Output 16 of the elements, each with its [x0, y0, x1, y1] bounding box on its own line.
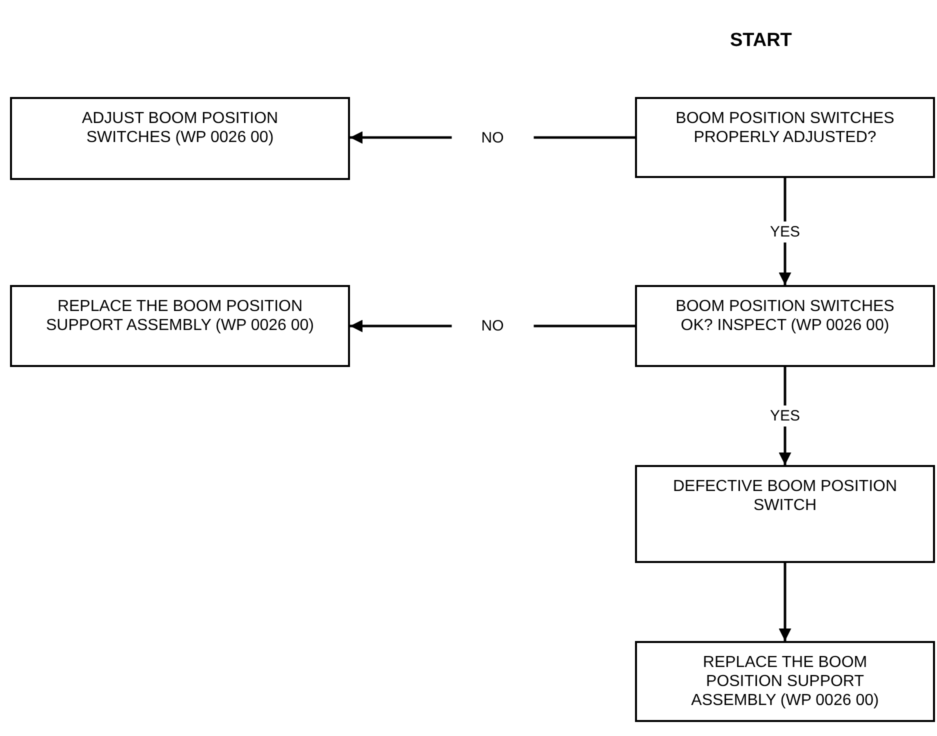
box-text: BOOM POSITION SWITCHES OK? INSPECT (WP 0026 00) [674, 297, 896, 335]
flowchart-box [635, 465, 935, 563]
flowchart-box [10, 285, 350, 367]
start-label: START [730, 30, 792, 52]
flowchart-box [635, 285, 935, 367]
arrow [778, 563, 792, 641]
edge-label: YES [768, 406, 802, 426]
edge-label: YES [768, 221, 802, 242]
box-text: REPLACE THE BOOM POSITION SUPPORT ASSEMBLY (WP 0026 00) [45, 297, 315, 335]
flowchart-box [10, 97, 350, 180]
flowchart-box [635, 641, 935, 722]
box-text: BOOM POSITION SWITCHES PROPERLY ADJUSTED? [674, 109, 896, 147]
box-text: ADJUST BOOM POSITION SWITCHES (WP 0026 00) [80, 109, 280, 147]
box-text: DEFECTIVE BOOM POSITION SWITCH [672, 477, 898, 515]
box-text: REPLACE THE BOOM POSITION SUPPORT ASSEMBLY (WP 0026 00) [690, 653, 880, 710]
flowchart-box [635, 97, 935, 178]
